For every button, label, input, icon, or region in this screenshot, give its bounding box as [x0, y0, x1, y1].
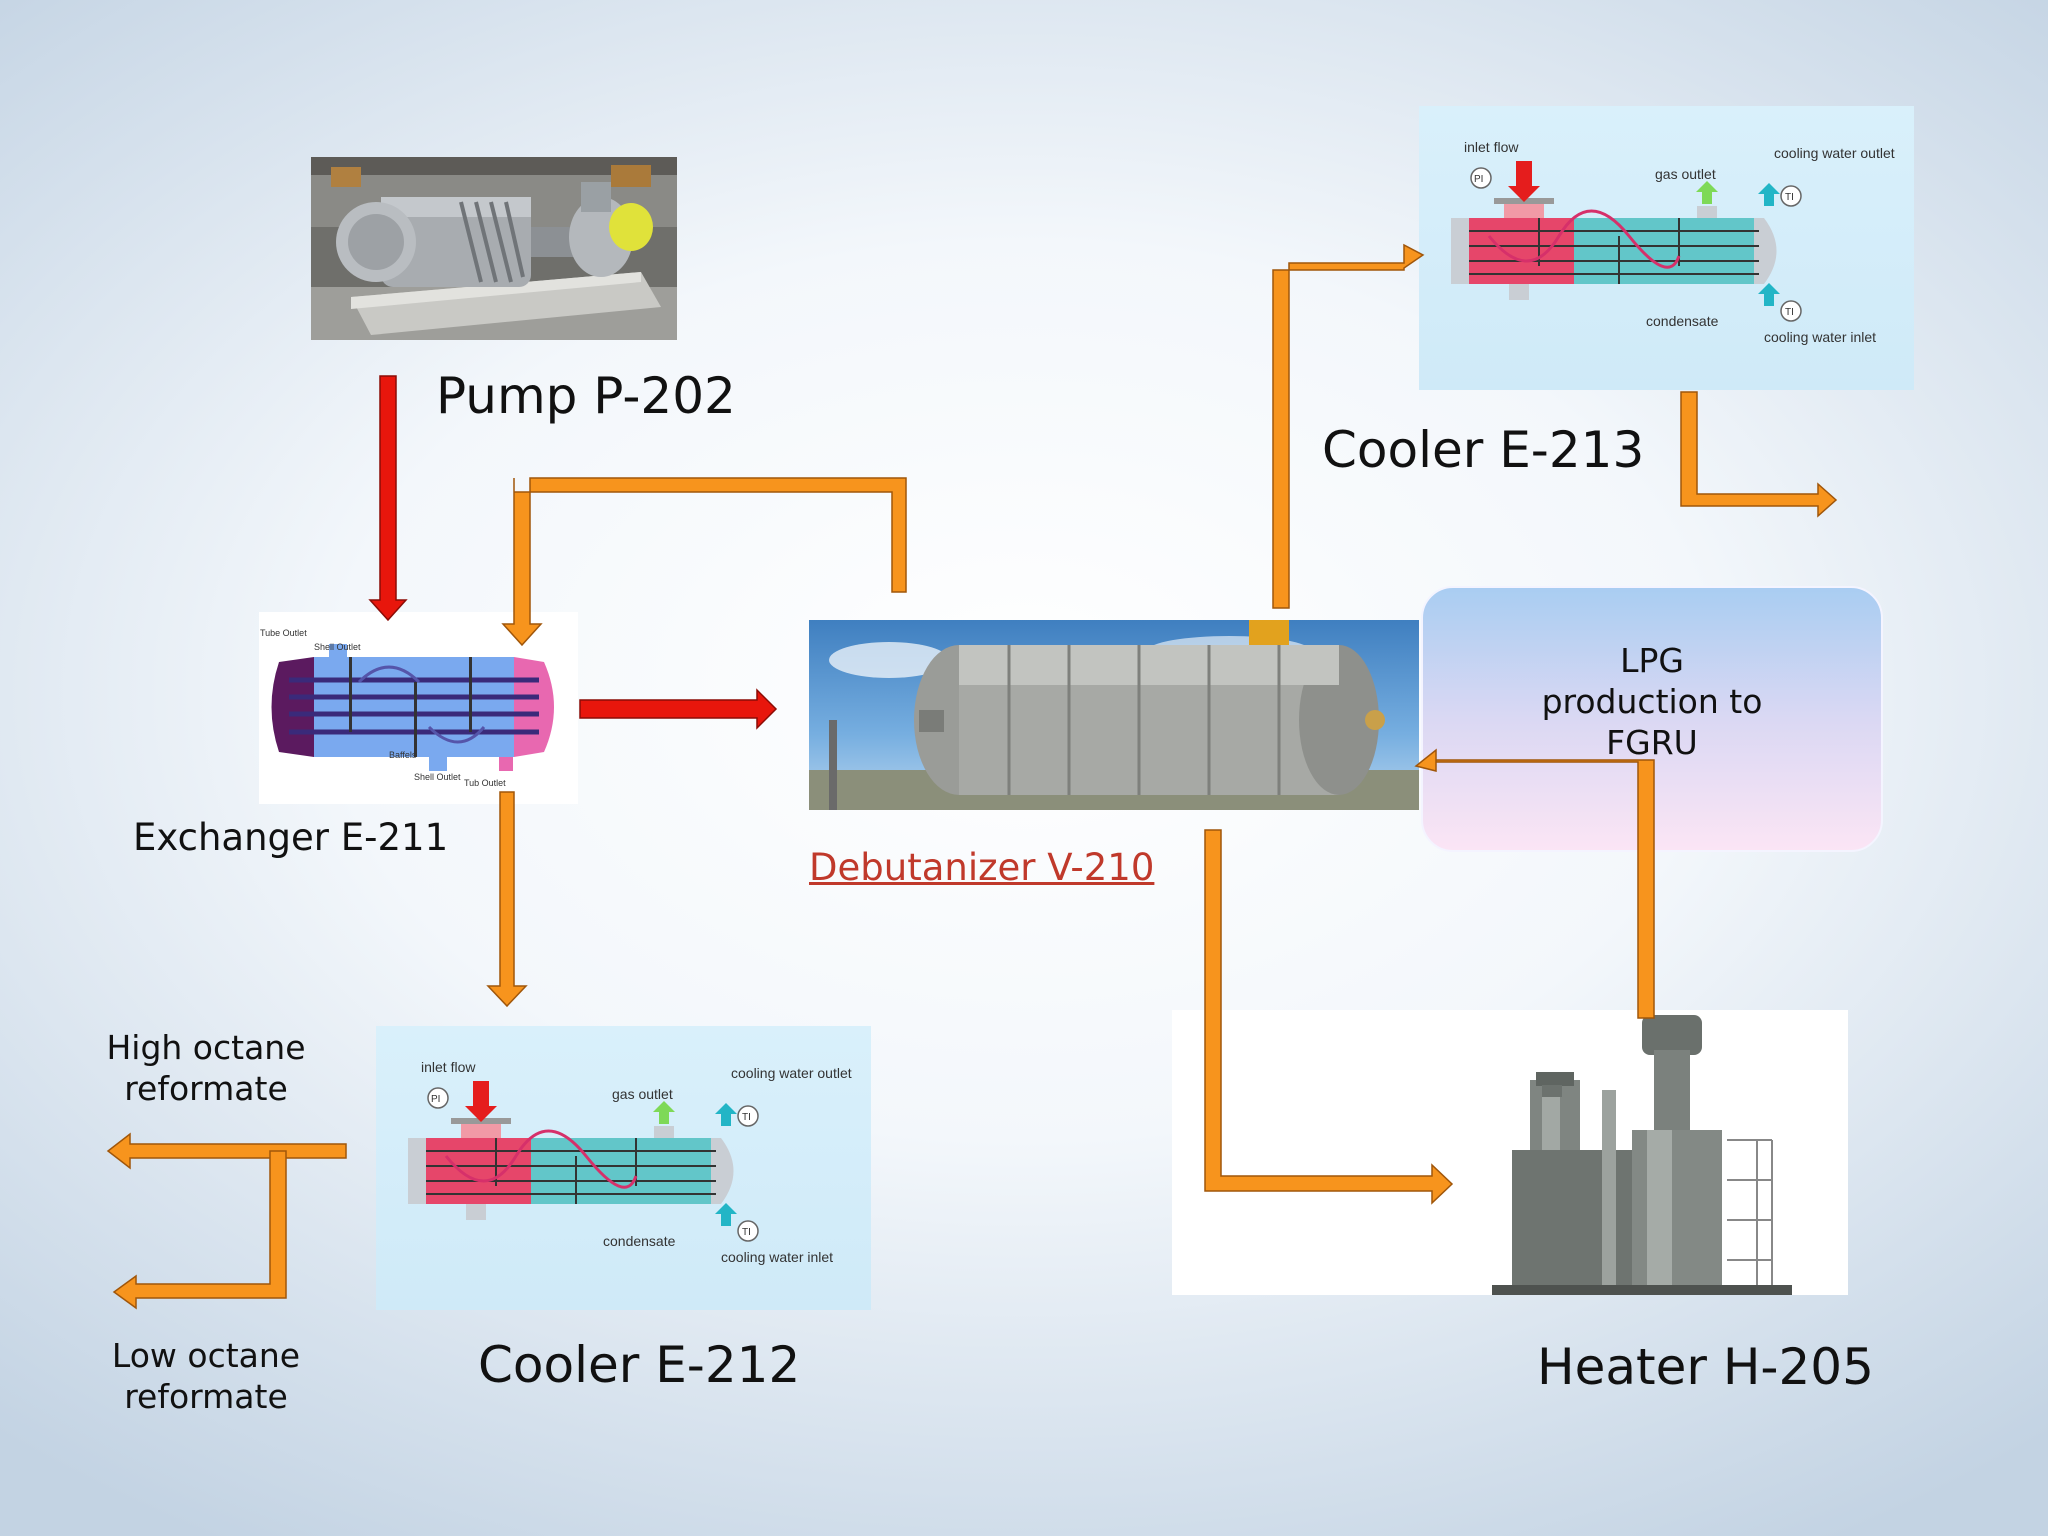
- pump-label: Pump P-202: [436, 367, 736, 425]
- cooler-e213-schematic: PI TI TI inlet flow gas outlet cooling w…: [1451, 139, 1895, 345]
- cooler-e212-pi: PI: [431, 1094, 440, 1105]
- flow-arrow-pump-to-exchanger: [368, 375, 408, 622]
- exchanger-tube-outlet-label: Tube Outlet: [260, 628, 307, 638]
- pump-photo: [311, 157, 677, 340]
- cooler-e212-schematic: PI TI TI inlet flow gas outlet cooling w…: [408, 1059, 852, 1265]
- exchanger-tub-outlet-label: Tub Outlet: [464, 778, 506, 788]
- cooler-e213-cw-inlet-label: cooling water inlet: [1764, 329, 1876, 345]
- exchanger-diagram: Tube Outlet Shell Outlet Baffels Tub Out…: [259, 612, 578, 804]
- exchanger-schematic: Tube Outlet Shell Outlet Baffels Tub Out…: [260, 628, 554, 788]
- flow-arrow-heater-to-debutanizer: [1414, 748, 1655, 1019]
- cooler-e212-ti-bottom: TI: [742, 1227, 751, 1238]
- cooler-e213-label: Cooler E-213: [1322, 421, 1645, 479]
- debutanizer-link[interactable]: Debutanizer V-210: [809, 846, 1155, 889]
- exchanger-shell-outlet-top-label: Shell Outlet: [314, 642, 361, 652]
- cooler-e212-inlet-flow-label: inlet flow: [421, 1059, 476, 1075]
- cooler-e212-label: Cooler E-212: [478, 1336, 801, 1394]
- cooler-e213-ti-bottom: TI: [1785, 307, 1794, 318]
- cooler-e213-gas-outlet-label: gas outlet: [1655, 166, 1716, 182]
- cooler-e213-condensate-label: condensate: [1646, 313, 1719, 329]
- flow-arrow-low-octane: [112, 1150, 287, 1310]
- lpg-production-label: LPG production to FGRU: [1541, 641, 1763, 762]
- low-octane-label: Low octane reformate: [111, 1336, 301, 1416]
- cooler-e213-cw-outlet-label: cooling water outlet: [1774, 145, 1895, 161]
- cooler-e212-diagram: PI TI TI inlet flow gas outlet cooling w…: [376, 1026, 871, 1310]
- cooler-e212-gas-outlet-label: gas outlet: [612, 1086, 673, 1102]
- debutanizer-photo: [809, 620, 1419, 810]
- flow-arrow-high-octane: [106, 1132, 347, 1170]
- pump-image: [311, 157, 677, 340]
- lpg-production-box: LPG production to FGRU: [1421, 586, 1883, 852]
- cooler-e213-pi: PI: [1474, 174, 1483, 185]
- high-octane-label: High octane reformate: [106, 1028, 306, 1108]
- cooler-e212-ti-top: TI: [742, 1112, 751, 1123]
- debutanizer-vessel-image: [809, 620, 1419, 810]
- exchanger-baffels-label: Baffels: [389, 750, 417, 760]
- flow-arrow-debutanizer-to-cooler-e213: [1272, 243, 1425, 609]
- cooler-e213-ti-top: TI: [1785, 192, 1794, 203]
- flow-arrow-debutanizer-to-heater: [1204, 829, 1454, 1205]
- heater-photo: [1172, 1010, 1848, 1295]
- cooler-e212-cw-outlet-label: cooling water outlet: [731, 1065, 852, 1081]
- cooler-e213-diagram: PI TI TI inlet flow gas outlet cooling w…: [1419, 106, 1914, 390]
- exchanger-label: Exchanger E-211: [133, 816, 449, 859]
- heater-stack-image: [1492, 1015, 1832, 1295]
- cooler-e212-condensate-label: condensate: [603, 1233, 676, 1249]
- flow-arrow-exchanger-to-cooler-e212: [486, 791, 528, 1008]
- flow-arrow-debutanizer-to-exchanger: [501, 477, 907, 647]
- flow-arrow-exchanger-to-debutanizer: [579, 688, 778, 730]
- exchanger-shell-outlet-bottom-label: Shell Outlet: [414, 772, 461, 782]
- flow-arrow-cooler-e213-outlet: [1680, 391, 1838, 518]
- cooler-e213-inlet-flow-label: inlet flow: [1464, 139, 1519, 155]
- cooler-e212-cw-inlet-label: cooling water inlet: [721, 1249, 833, 1265]
- heater-label: Heater H-205: [1537, 1338, 1874, 1396]
